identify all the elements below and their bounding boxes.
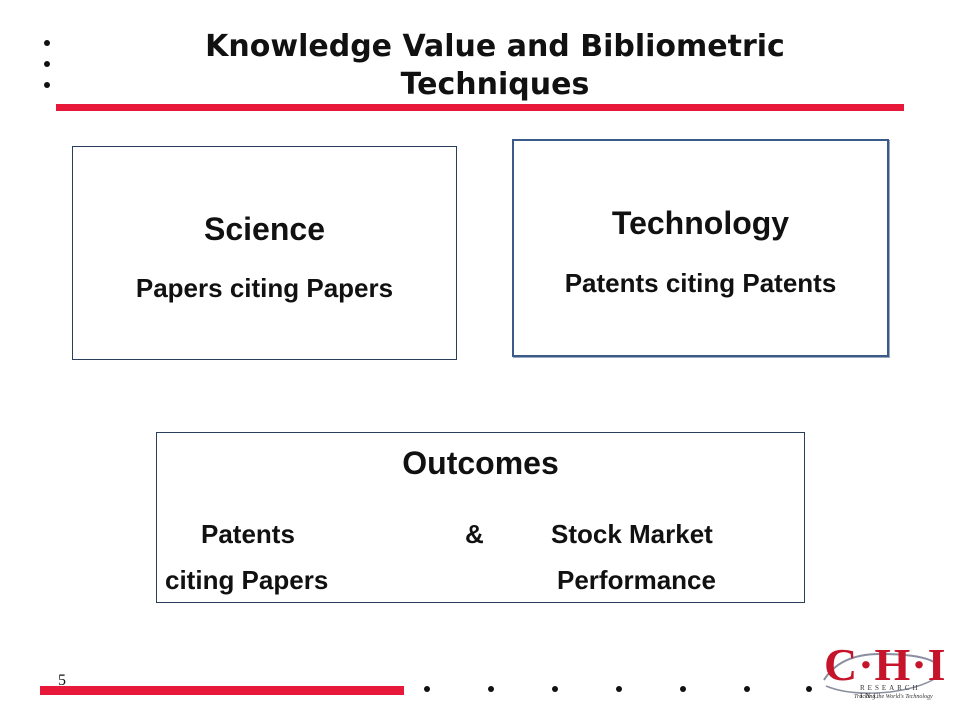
footer-dot xyxy=(424,686,430,692)
footer-dot xyxy=(806,686,812,692)
technology-heading: Technology xyxy=(611,205,790,241)
page-number: 5 xyxy=(58,672,66,689)
logo-swoosh-icon xyxy=(823,652,937,694)
footer-bar xyxy=(40,686,404,695)
outcomes-box: Outcomes Patents & Stock Market citing P… xyxy=(156,432,805,603)
outcomes-ampersand: & xyxy=(465,519,484,549)
footer-dot xyxy=(744,686,750,692)
science-box: Science Papers citing Papers xyxy=(72,146,457,360)
science-subtext: Papers citing Papers xyxy=(135,273,394,303)
science-heading: Science xyxy=(204,211,325,247)
outcomes-left-line1: Patents xyxy=(201,519,295,549)
outcomes-heading: Outcomes xyxy=(402,445,559,481)
title-underline xyxy=(56,104,904,111)
outcomes-right-line2: Performance xyxy=(557,565,716,595)
bullet-dot xyxy=(44,40,50,46)
logo-tagline: Tracking the World's Technology xyxy=(854,694,933,700)
logo-research-text: RESEARCH INC xyxy=(860,684,921,700)
outcomes-left-line2: citing Papers xyxy=(165,565,329,595)
bullet-dot xyxy=(44,61,50,67)
footer-dot xyxy=(616,686,622,692)
footer-dot xyxy=(552,686,558,692)
footer-dot xyxy=(488,686,494,692)
bullet-dot xyxy=(44,82,50,88)
technology-box: Technology Patents citing Patents xyxy=(512,139,889,357)
footer-dot xyxy=(680,686,686,692)
logo-mark: C·H·I xyxy=(824,639,947,690)
outcomes-right-line1: Stock Market xyxy=(551,519,713,549)
chi-research-logo: C·H·I RESEARCH INC Tracking the World's … xyxy=(820,639,946,700)
page-title: Knowledge Value and Bibliometric Techniq… xyxy=(205,29,785,102)
technology-subtext: Patents citing Patents xyxy=(564,268,837,298)
